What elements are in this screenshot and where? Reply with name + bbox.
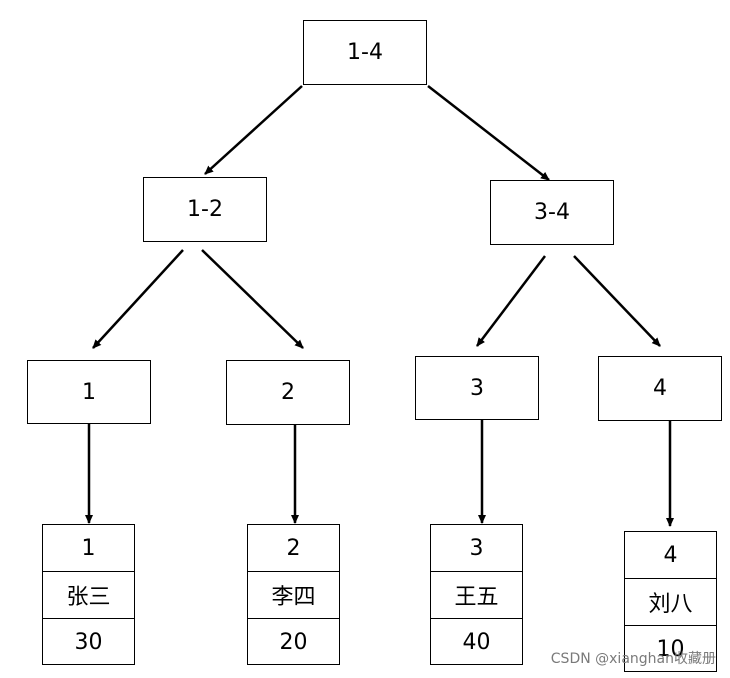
internal-node-label: 3-4 [534, 200, 570, 225]
leaf-value: 10 [656, 637, 685, 662]
leaf-value: 20 [279, 630, 308, 655]
edge-3-4-to-3 [476, 255, 546, 347]
leaf-record-3: 3 王五 40 [430, 524, 523, 665]
watermark: CSDN @xianghan收藏册 [550, 651, 716, 667]
segment-node-1: 1 [27, 360, 151, 424]
leaf-value: 30 [74, 630, 103, 655]
leaf-record-2: 2 李四 20 [247, 524, 340, 665]
internal-node-3-4: 3-4 [490, 180, 614, 245]
edge-root-to-1-2 [204, 85, 303, 175]
leaf-record-1: 1 张三 30 [42, 524, 135, 665]
leaf-id: 1 [43, 525, 134, 572]
root-node-label: 1-4 [347, 40, 383, 65]
segment-node-label: 2 [281, 380, 295, 405]
leaf-name: 刘八 [625, 579, 716, 626]
edge-1-2-to-1 [92, 249, 184, 349]
segment-node-3: 3 [415, 356, 539, 420]
root-node: 1-4 [303, 20, 427, 85]
segment-node-label: 3 [470, 375, 484, 401]
segment-node-4: 4 [598, 356, 722, 421]
segment-node-label: 1 [82, 379, 96, 405]
internal-node-1-2: 1-2 [143, 177, 267, 242]
leaf-record-4: 4 刘八 10 [624, 531, 717, 672]
leaf-name: 王五 [431, 572, 522, 619]
leaf-name: 李四 [248, 572, 339, 619]
leaf-id: 2 [248, 525, 339, 572]
edge-1-2-to-2 [201, 249, 304, 349]
leaf-name: 张三 [43, 572, 134, 619]
edge-root-to-3-4 [427, 85, 550, 181]
segment-node-label: 4 [653, 376, 667, 401]
internal-node-label: 1-2 [187, 197, 223, 222]
leaf-id: 4 [625, 532, 716, 579]
leaf-id: 3 [431, 525, 522, 572]
edge-3-4-to-4 [573, 255, 661, 347]
leaf-value: 40 [462, 630, 491, 655]
segment-node-2: 2 [226, 360, 350, 425]
